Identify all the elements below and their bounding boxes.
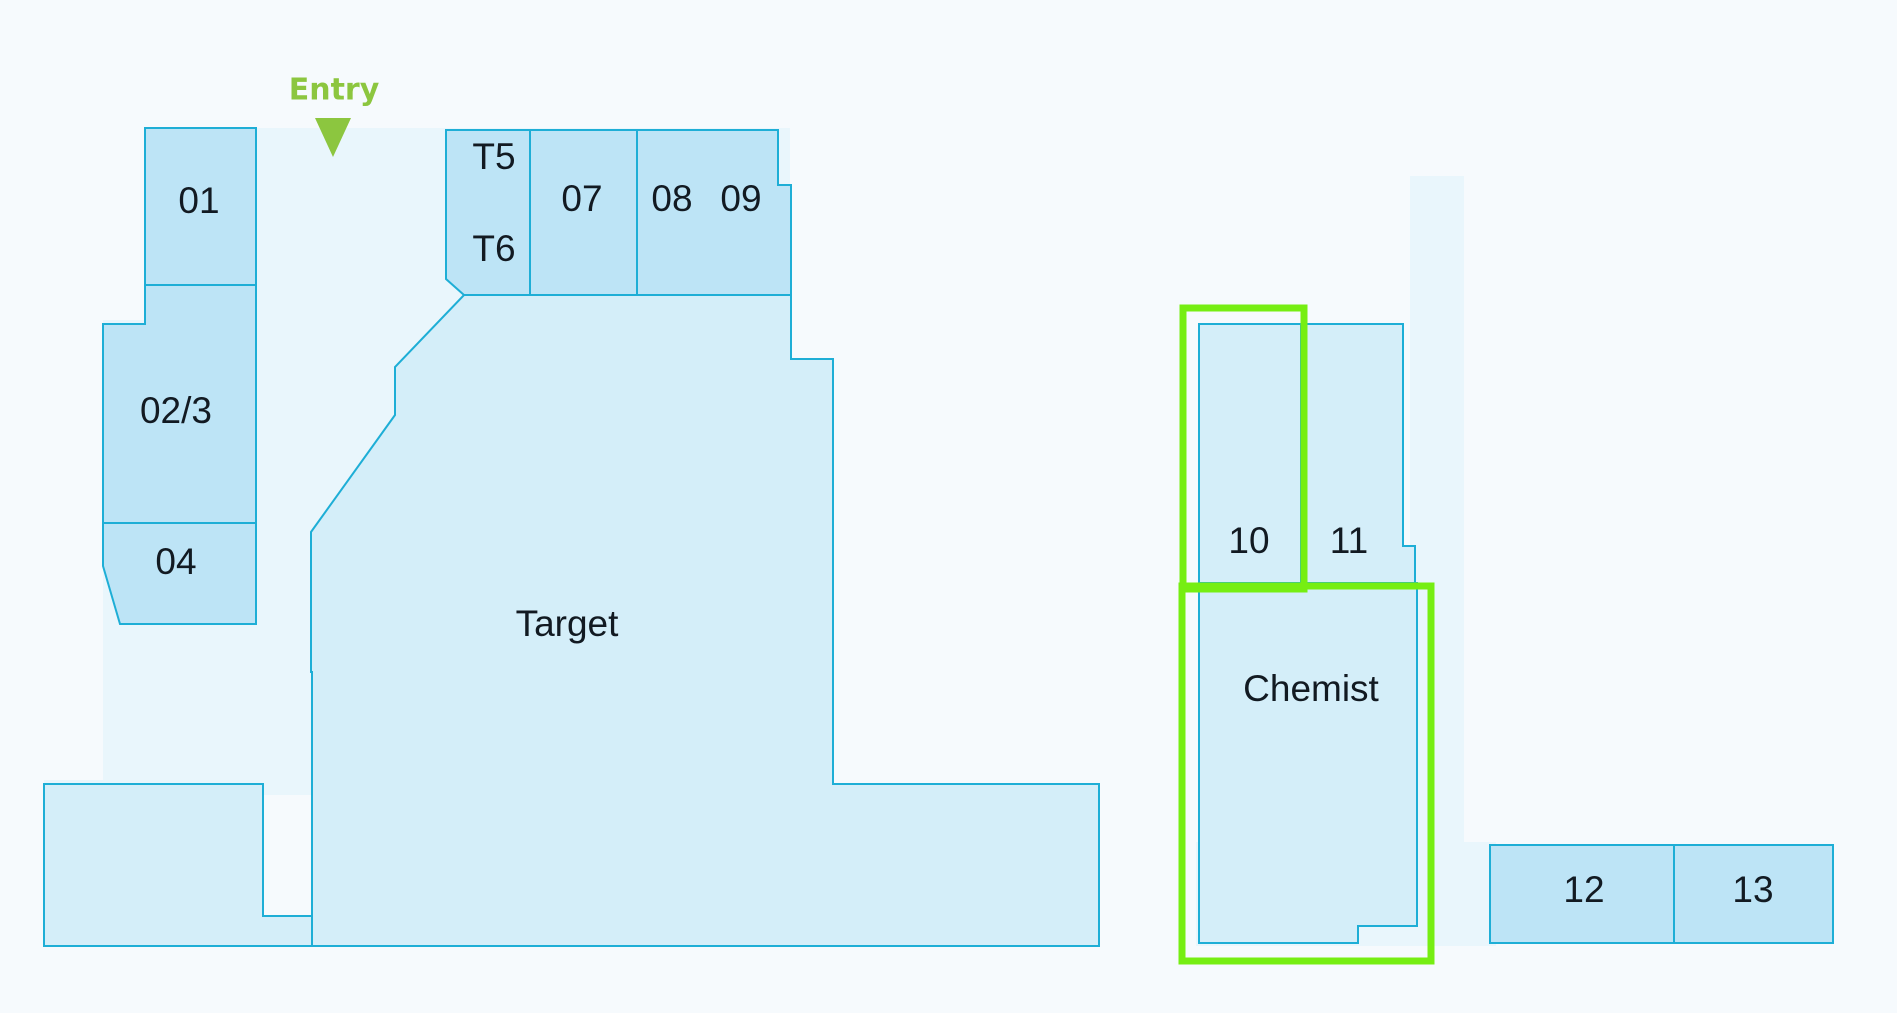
walkway-right-vertical [1410, 176, 1464, 946]
label-01: 01 [178, 180, 219, 221]
shop-08-09[interactable] [636, 129, 792, 296]
unit-bottom-left[interactable] [43, 783, 313, 947]
shop-07[interactable] [529, 129, 638, 296]
label-02-3: 02/3 [140, 390, 212, 431]
label-t5: T5 [472, 136, 515, 177]
label-10: 10 [1228, 520, 1269, 561]
entry-label: Entry [289, 73, 380, 108]
down-triangle-icon [315, 118, 351, 157]
chemist-store[interactable] [1198, 582, 1418, 944]
target-store[interactable] [310, 294, 1100, 947]
shop-t5-t6[interactable] [445, 129, 531, 296]
label-target: Target [516, 603, 620, 644]
label-13: 13 [1732, 869, 1773, 910]
label-09: 09 [720, 178, 761, 219]
label-12: 12 [1563, 869, 1604, 910]
shop-04[interactable] [102, 522, 257, 625]
highlight-chemist [1178, 582, 1435, 965]
label-chemist: Chemist [1243, 668, 1379, 709]
label-07: 07 [561, 178, 602, 219]
label-t6: T6 [472, 228, 515, 269]
shop-12[interactable] [1489, 844, 1675, 944]
shop-01[interactable] [144, 127, 257, 286]
shop-13[interactable] [1673, 844, 1834, 944]
label-04: 04 [155, 541, 196, 582]
label-11: 11 [1330, 520, 1368, 561]
label-08: 08 [651, 178, 692, 219]
